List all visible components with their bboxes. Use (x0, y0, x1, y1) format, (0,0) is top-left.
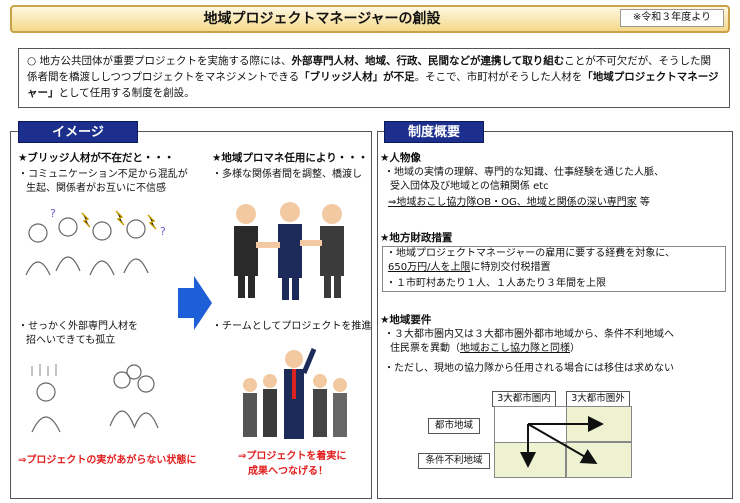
person-point-1b: 受入団体及び地域との信頼関係 etc (390, 181, 549, 192)
region-point-1: ・３大都市圏内又は３大都市圏外都市地域から、条件不利地域へ (384, 329, 674, 340)
svg-text:?: ? (50, 207, 56, 220)
intro-bold-1: 外部専門人材、地域、行政、民間などが連携して取り組む (291, 55, 565, 67)
confused-people-illustration: ?? (25, 207, 166, 276)
finance-heading: ★地方財政措置 (380, 232, 453, 244)
before-point-1b: 生起、関係者がお互いに不信感 (26, 183, 166, 194)
before-result: ⇒プロジェクトの実があがらない状態に (18, 455, 197, 466)
intro-text-1: 地方公共団体が重要プロジェクトを実施する際には、 (39, 55, 292, 67)
overview-panel-tag: 制度概要 (384, 121, 484, 143)
overview-panel (377, 131, 733, 499)
after-point-2: ・チームとしてプロジェクトを推進 (212, 321, 372, 332)
intro-text-3: 。そこで、市町村がそうした人材を (414, 71, 583, 83)
person-point-1: ・地域の実情の理解、専門的な知識、仕事経験を通じた人脈、 (384, 167, 664, 178)
page-title: 地域プロジェクトマネージャーの創設 (203, 11, 441, 27)
region-point-1b: 住民票を異動（地域おこし協力隊と同様） (390, 342, 580, 356)
finance-limit: を上限 (440, 262, 471, 273)
migration-arrows (520, 416, 604, 468)
after-heading: ★地域プロマネ任用により・・・ (212, 152, 369, 164)
finance-point-1: 650万円/人を上限に特別交付税措置 (388, 261, 550, 275)
arrow-right-icon (178, 276, 212, 330)
person-point-2: ⇒地域おこし協力隊OB・OG、地域と関係の深い専門家 等 (388, 196, 650, 210)
isolated-person-illustration (31, 364, 159, 433)
grid-row-header-1: 都市地域 (428, 418, 480, 434)
finance-amount: 650万円/人 (388, 262, 441, 273)
intro-bold-3: 「地域プロジェクトマネージャー」 (27, 71, 719, 99)
before-point-2b: 招へいできても孤立 (26, 335, 116, 346)
person-point-2-main: ⇒地域おこし協力隊OB・OG、地域と関係の深い専門家 (388, 197, 637, 208)
finance-box (382, 246, 726, 292)
team-illustration (243, 348, 347, 439)
person-point-2-etc: 等 (639, 197, 650, 208)
finance-point-2: ・１市町村あたり１人、１人あたり３年間を上限 (386, 278, 606, 289)
intro-text-2: ことが不可欠だが、そうした関係者間を橋渡ししつつプロジェクトをマネジメントできる (27, 55, 711, 83)
image-panel-tag: イメージ (18, 121, 138, 143)
intro-box: ○ 地方公共団体が重要プロジェクトを実施する際には、外部専門人材、地域、行政、民… (18, 48, 730, 108)
after-result-2: 成果へつなげる！ (248, 466, 328, 477)
grid-col-header-2: 3大都市圏外 (566, 391, 630, 407)
before-point-2: ・せっかく外部専門人材を (18, 321, 138, 332)
person-heading: ★人物像 (380, 152, 421, 164)
region-heading: ★地域要件 (380, 314, 432, 326)
svg-text:?: ? (160, 225, 166, 238)
title-note: ※令和３年度より (620, 9, 724, 27)
region-point-1b-c: ） (570, 343, 580, 354)
region-point-1b-a: 住民票を異動（ (390, 343, 460, 354)
after-point-1: ・多様な関係者間を調整、橋渡し (212, 169, 362, 180)
before-heading: ★ブリッジ人材が不在だと・・・ (18, 152, 175, 164)
finance-point-1d: に特別交付税措置 (470, 262, 551, 273)
before-point-1: ・コミュニケーション不足から混乱が (18, 169, 188, 180)
grid-cell-outer-rural (566, 442, 632, 478)
after-result-1: ⇒プロジェクトを着実に (238, 451, 347, 462)
region-point-1b-b: 地域おこし協力隊と同様 (460, 343, 570, 354)
grid-col-header-1: 3大都市圏内 (492, 391, 556, 407)
region-point-2: ・ただし、現地の協力隊から任用される場合には移住は求めない (384, 363, 674, 374)
finance-point-1a: ・地域プロジェクトマネージャーの雇用に要する経費を対象に、 (386, 248, 675, 259)
title-bar: 地域プロジェクトマネージャーの創設 ※令和３年度より (10, 5, 730, 33)
intro-bold-2: 「ブリッジ人材」が不足 (299, 71, 415, 83)
intro-bullet: ○ (27, 55, 37, 67)
image-panel (10, 131, 372, 499)
grid-cell-inner-rural (494, 442, 566, 478)
grid-row-header-2: 条件不利地域 (418, 453, 490, 469)
intro-text-4: として任用する制度を創設。 (58, 87, 195, 99)
handshake-illustration (234, 202, 344, 300)
